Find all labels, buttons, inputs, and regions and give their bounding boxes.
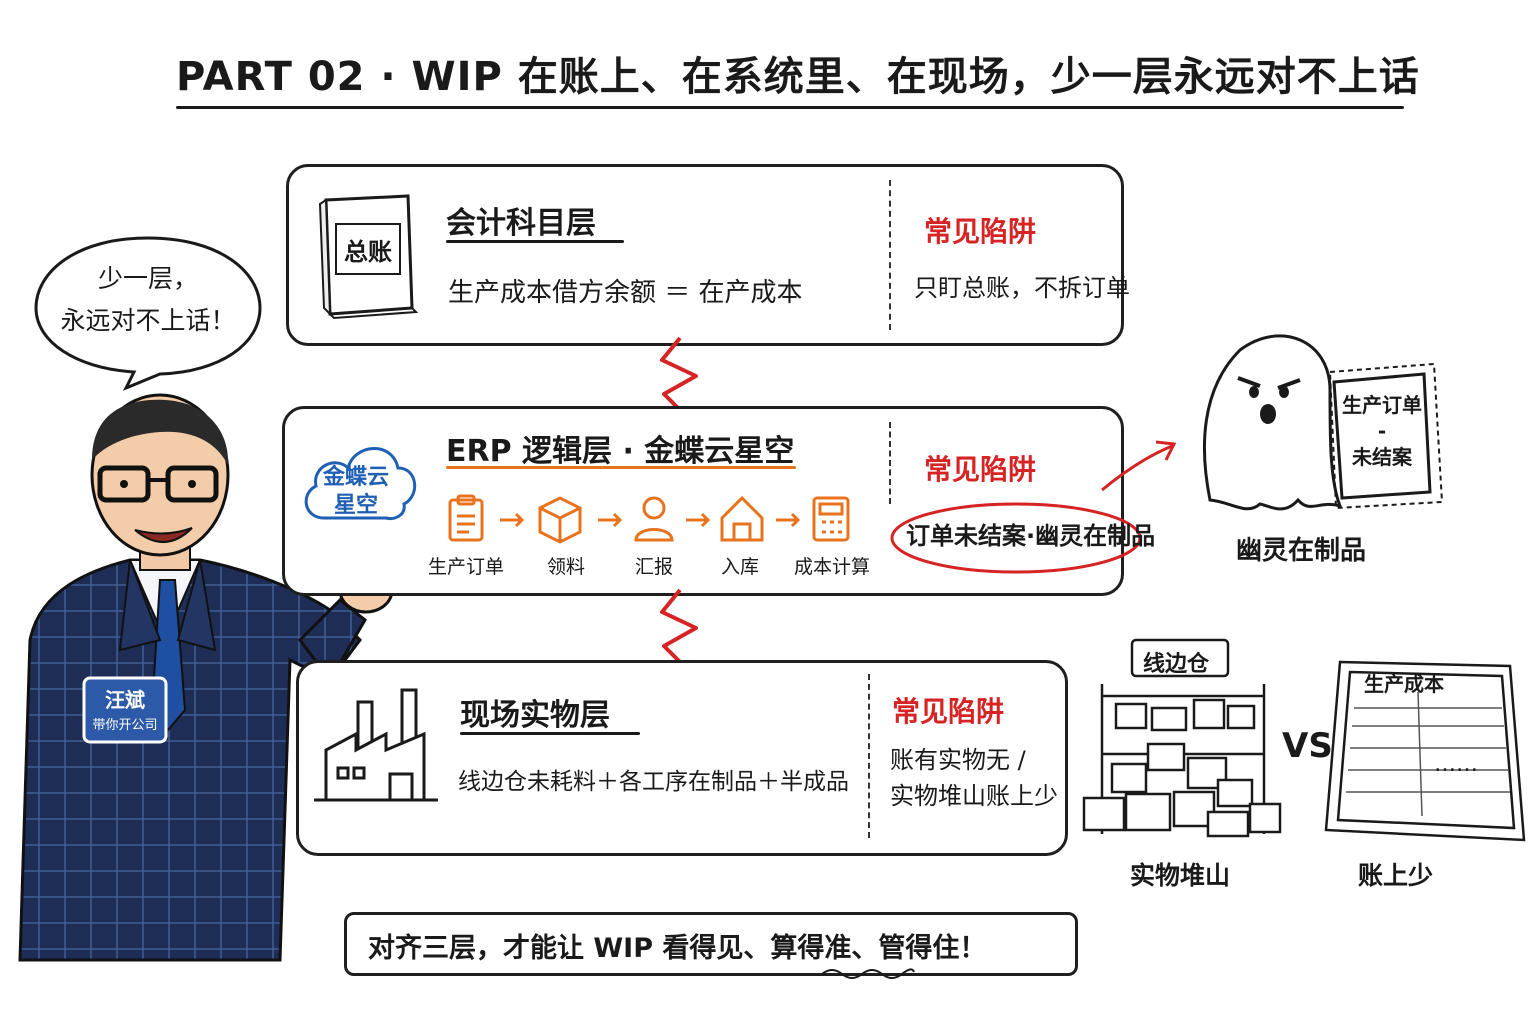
speech-line-1: 少一层， (97, 264, 198, 293)
physical-pitfall-title: 常见陷阱 (892, 695, 1005, 728)
ledger-book-icon (318, 194, 419, 320)
factory-icon (314, 688, 438, 802)
erp-step-4: 入库 (720, 556, 759, 578)
erp-step-3: 汇报 (634, 556, 673, 578)
vs-label: VS (1282, 726, 1333, 766)
accounting-title-underline (446, 240, 624, 243)
ledger-caption: 账上少 (1358, 861, 1434, 890)
cloud-label: 金蝶云 星空 (306, 464, 406, 520)
cloud-label-line-1: 金蝶云 (322, 465, 389, 490)
warehouse-icon (720, 495, 764, 542)
physical-pitfall-line-1: 账有实物无 / (890, 746, 1026, 774)
erp-step-2: 领料 (546, 556, 585, 578)
erp-pitfall-title: 常见陷阱 (924, 453, 1037, 486)
conclusion-text: 对齐三层，才能让 WIP 看得见、算得准、管得住！ (368, 933, 987, 964)
ledger-book-dots: …… (1434, 752, 1478, 777)
accounting-pitfall: 只盯总账，不拆订单 (914, 274, 1130, 302)
erp-title-underline (446, 466, 796, 469)
erp-layer-panel (282, 406, 1124, 596)
zigzag-connector-1 (660, 336, 698, 416)
conclusion-banner (344, 912, 1078, 976)
physical-title-underline (460, 732, 640, 735)
presenter-illustration (18, 393, 428, 962)
erp-flow-icons (448, 494, 850, 544)
cloud-label-line-2: 星空 (333, 493, 378, 518)
accounting-layer-title: 会计科目层 (446, 206, 596, 241)
ghost-doc-line-1: 生产订单 (1342, 393, 1422, 417)
worker-icon (642, 496, 666, 520)
erp-step-1: 生产订单 (427, 556, 504, 578)
erp-layer-title: ERP 逻辑层 · 金蝶云星空 (446, 434, 795, 469)
physical-layer-title: 现场实物层 (460, 698, 610, 733)
physical-divider (868, 674, 870, 838)
physical-pitfall-line-2: 实物堆山账上少 (890, 782, 1058, 810)
physical-content: 线边仓未耗料＋各工序在制品＋半成品 (458, 769, 849, 795)
pitfall-circle (890, 502, 1142, 574)
clipboard-icon (448, 498, 484, 542)
calculator-icon (812, 496, 850, 542)
title-underline (176, 106, 1404, 109)
arrow-to-ghost (1101, 440, 1177, 492)
ghost-illustration (1202, 334, 1444, 511)
badge-tagline: 带你开公司 (92, 718, 158, 733)
badge-name: 汪斌 (105, 688, 145, 712)
accounting-layer-panel (286, 164, 1124, 346)
ghost-caption: 幽灵在制品 (1236, 536, 1367, 566)
ledger-book-title: 生产成本 (1364, 672, 1444, 696)
erp-divider (889, 422, 891, 504)
accounting-divider (889, 180, 891, 330)
shelf-sign-label: 线边仓 (1142, 652, 1209, 677)
box-icon (538, 496, 582, 544)
ledger-book-label: 总账 (344, 238, 392, 266)
cloud-icon (304, 447, 417, 520)
accounting-pitfall-title: 常见陷阱 (924, 215, 1037, 248)
physical-pitfall: 账有实物无 / 实物堆山账上少 (890, 742, 1058, 814)
warehouse-shelf-illustration (1082, 638, 1282, 838)
ghost-doc-line-3: 未结案 (1352, 445, 1412, 469)
speech-bubble-shape (34, 236, 262, 391)
accounting-formula: 生产成本借方余额 ＝ 在产成本 (448, 278, 803, 308)
zigzag-connector-2 (660, 588, 698, 668)
open-ledger-illustration (1324, 660, 1526, 842)
erp-pitfall: 订单未结案·幽灵在制品 (906, 522, 1156, 550)
speech-bubble: 少一层， 永远对不上话！ (40, 258, 256, 342)
speech-line-2: 永远对不上话！ (60, 306, 236, 335)
ghost-document: 生产订单 - 未结案 (1342, 392, 1422, 470)
pile-caption: 实物堆山 (1130, 861, 1231, 890)
erp-step-5: 成本计算 (793, 556, 870, 578)
page-title: PART 02 · WIP 在账上、在系统里、在现场，少一层永远对不上话 (176, 54, 1420, 100)
ghost-doc-line-2: - (1377, 419, 1387, 443)
conclusion-squiggle (821, 968, 915, 979)
